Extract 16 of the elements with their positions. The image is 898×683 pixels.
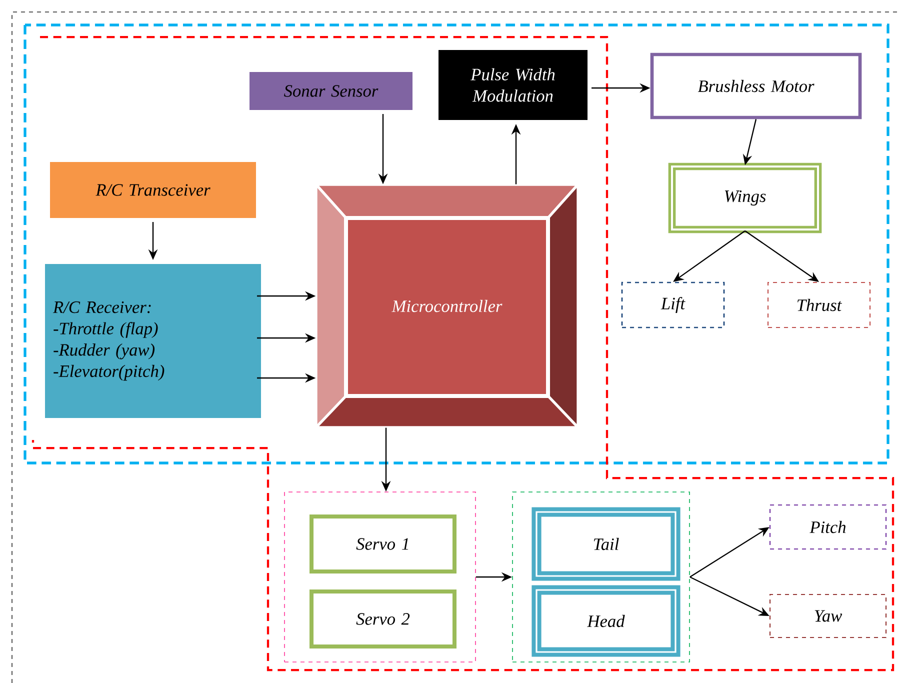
dashed-box: Thrust: [767, 282, 871, 328]
dashed-box: Yaw: [769, 594, 887, 638]
receiver-box: R/C Receiver: -Throttle (flap) -Rudder (yaw) -Elevator(pitch): [41, 260, 265, 422]
transceiver-box: R/C Transceiver: [46, 158, 260, 222]
dashed-group-box: [284, 492, 476, 662]
motor-box: Brushless Motor: [650, 52, 862, 120]
head-box: Head: [532, 585, 680, 657]
modulation-box: Pulse Width Modulation: [434, 46, 592, 124]
sensor-box: Sonar Sensor: [246, 68, 416, 114]
servo-box: Servo 2: [310, 590, 456, 648]
dashed-box: Pitch: [769, 504, 887, 550]
wings-box: Wings: [668, 162, 822, 234]
tail-box: Tail: [532, 507, 680, 581]
servo-box: Servo 1: [310, 514, 456, 574]
dashed-group-box: [512, 492, 690, 662]
dashed-box: Lift: [621, 282, 725, 328]
